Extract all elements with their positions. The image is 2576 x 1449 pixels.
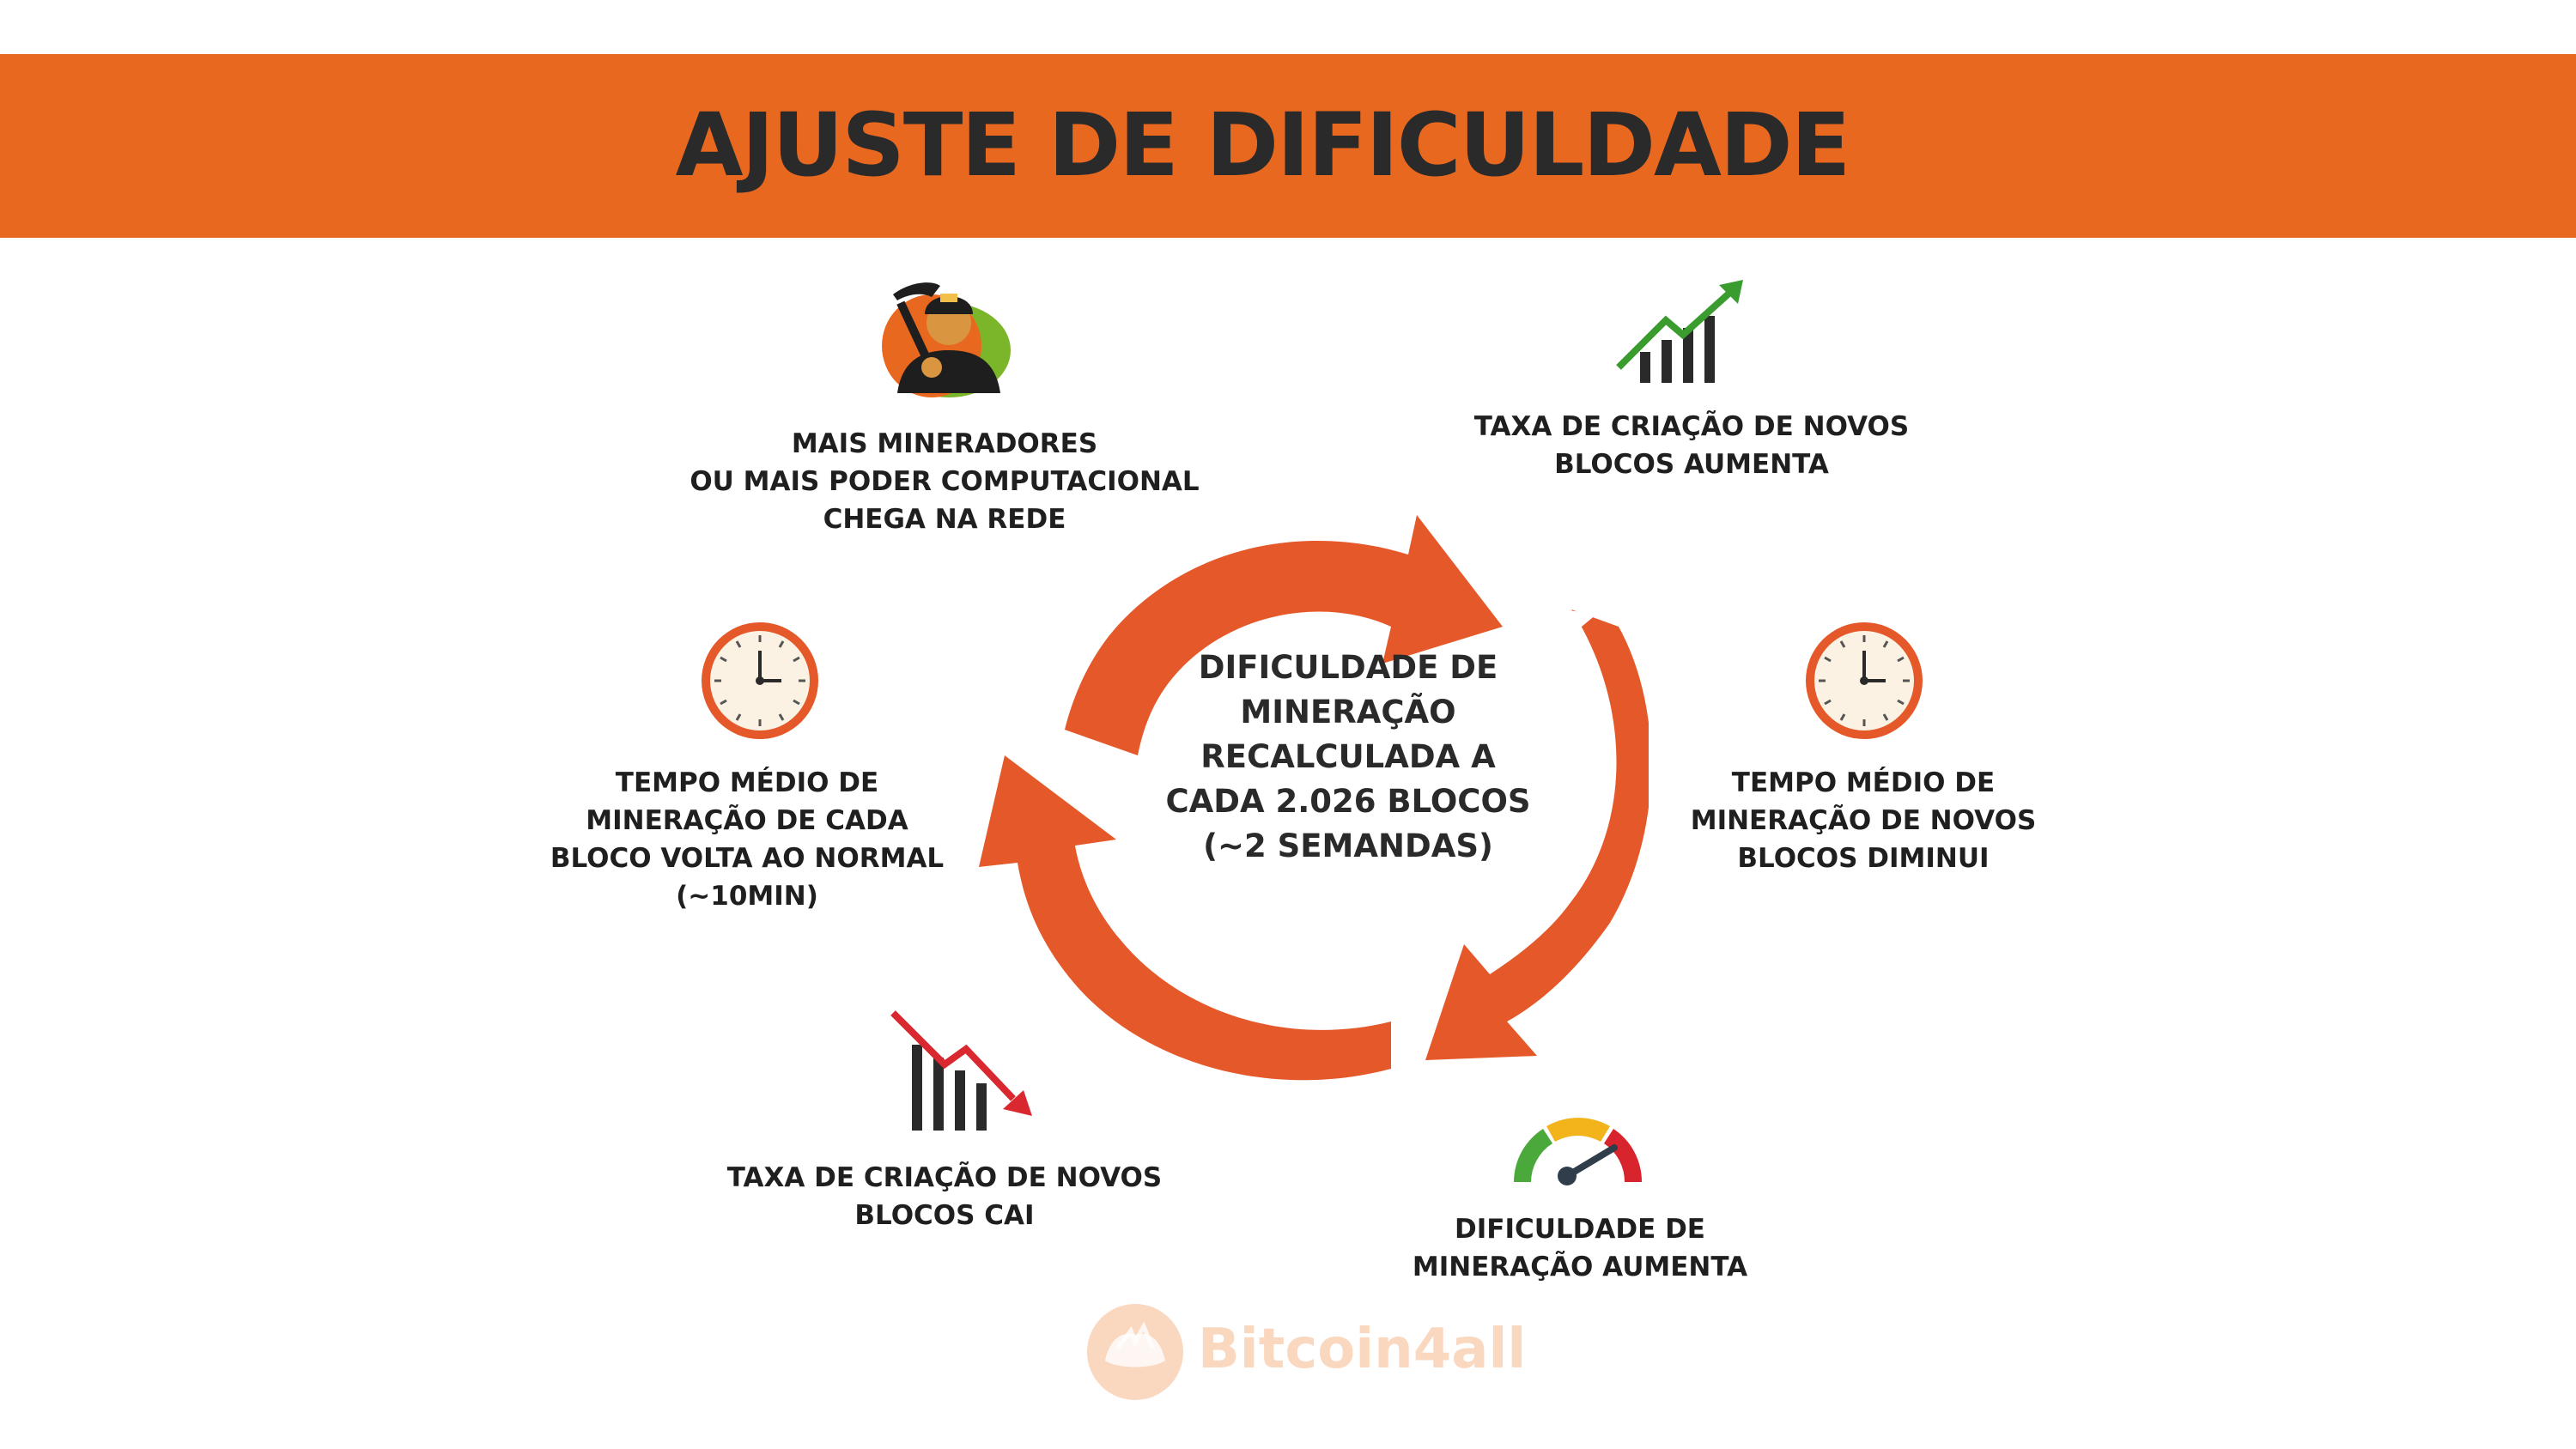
step-label-block-rate-up: TAXA DE CRIAÇÃO DE NOVOS BLOCOS AUMENTA [1473,411,1910,480]
header-banner: AJUSTE DE DIFICULDADE [0,54,2576,238]
cycle-arrow-lower-left [979,755,1391,1081]
chart-up-icon [1616,280,1743,383]
watermark: Bitcoin4all [1084,1300,1530,1404]
clock-icon [1806,622,1923,739]
watermark-text: Bitcoin4all [1198,1318,1527,1381]
cycle-arrow-lower-right [1425,609,1649,1060]
cycle-arrow-upper [1065,515,1503,755]
step-label-difficulty-up: DIFICULDADE DE MINERAÇÃO AUMENTA [1412,1214,1748,1282]
bitcoin4all-logo-icon [1087,1304,1183,1400]
miner-icon [882,282,1011,397]
step-label-block-rate-down: TAXA DE CRIAÇÃO DE NOVOS BLOCOS CAI [726,1162,1163,1231]
clock-icon [702,622,818,739]
step-label-time-decreases: TEMPO MÉDIO DE MINERAÇÃO DE NOVOS BLOCOS… [1690,767,2037,874]
step-label-more-miners: MAIS MINERADORES OU MAIS PODER COMPUTACI… [690,428,1200,535]
cycle-center-label: DIFICULDADE DE MINERAÇÃO RECALCULADA A C… [1165,649,1531,864]
page-title: AJUSTE DE DIFICULDADE [675,94,1851,197]
gauge-icon [1514,1118,1643,1185]
cycle-ring [979,515,1649,1081]
chart-down-icon [890,1010,1032,1131]
step-label-time-normal: TEMPO MÉDIO DE MINERAÇÃO DE CADA BLOCO V… [550,767,945,912]
